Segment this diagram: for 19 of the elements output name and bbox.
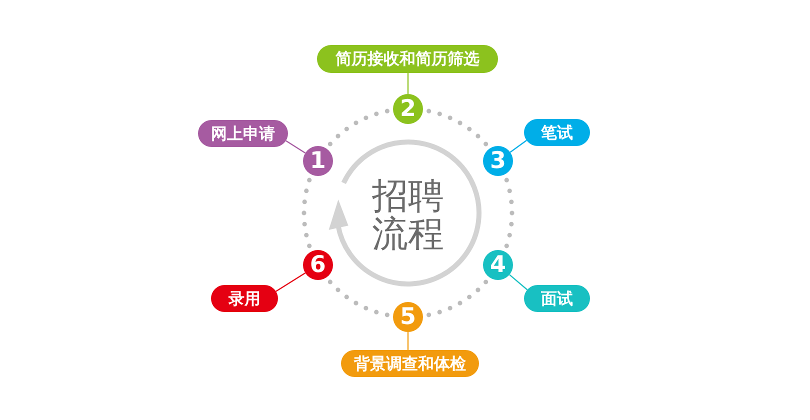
step-pill: 录用 <box>211 285 278 312</box>
leader-line <box>407 332 409 350</box>
step-pill: 面试 <box>524 285 590 312</box>
step-number-circle: 1 <box>302 146 333 176</box>
step-number-circle: 4 <box>483 250 514 280</box>
leader-line <box>510 140 527 153</box>
step-number-circle: 3 <box>483 146 514 176</box>
step-number-circle: 6 <box>302 250 333 280</box>
leader-line <box>286 140 306 154</box>
step-number-circle: 5 <box>393 302 423 332</box>
step-pill: 背景调查和体检 <box>341 350 479 377</box>
step-pill: 网上申请 <box>198 120 288 147</box>
step-number-circle: 2 <box>393 94 423 124</box>
leader-line <box>509 274 528 290</box>
leader-line <box>407 73 409 94</box>
leader-line <box>276 272 306 292</box>
step-pill: 简历接收和简历筛选 <box>317 45 498 73</box>
title: 招聘流程 <box>371 178 445 254</box>
step-pill: 笔试 <box>524 119 590 146</box>
